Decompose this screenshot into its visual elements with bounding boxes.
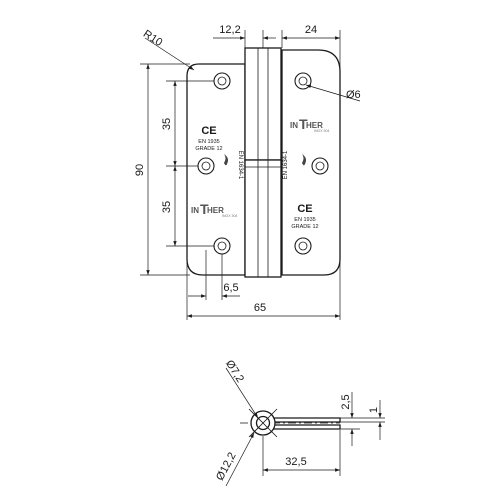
screw-hole [311,157,329,175]
grade-mark: GRADE 12 [291,224,318,230]
flame-icon [302,154,306,166]
dim-leaf-top-width: 24 [305,24,317,36]
svg-text:HER: HER [306,121,323,130]
hinge-knuckle-upper [244,47,282,161]
screw-hole [213,237,231,255]
svg-text:IN: IN [290,121,298,130]
dim-gap: 2,5 [340,394,352,409]
hinge-front-view: CE EN 1935 GRADE 12 IN T HER INOX 304 EN… [186,47,341,278]
brand-logo: IN T HER INOX 304 [191,201,237,218]
right-leaf-holes [294,72,329,255]
dim-knuckle-to-tail: 32,5 [285,456,306,468]
dim-pitch-lower: 35 [161,201,173,213]
leaf-section [270,424,341,430]
hinge-knuckle-lower [244,159,282,278]
screw-hole [298,241,308,251]
svg-text:IN: IN [191,206,199,215]
svg-text:T: T [299,116,308,132]
ce-mark: CE [297,203,312,215]
screw-hole [217,241,227,251]
screw-hole [197,157,215,175]
dim-thickness: 1 [368,407,380,413]
dim-pin-offset: 12,2 [219,24,240,36]
standard-mark: EN 1935 [294,217,315,223]
hinge-section-view: Ø7,2 Ø12,2 32,5 2,5 1 [214,358,385,487]
screw-hole [315,161,325,171]
dim-hole-diameter: Ø6 [346,89,361,101]
dim-height: 90 [134,164,146,176]
grade-mark: GRADE 12 [195,146,222,152]
flame-icon [224,154,228,166]
standard-mark: EN 1935 [198,139,219,145]
svg-text:T: T [200,201,209,217]
dim-knuckle-outer: Ø12,2 [214,451,239,483]
dim-total-width: 65 [254,302,266,314]
screw-hole [294,237,312,255]
screw-hole [298,76,308,86]
dim-knuckle-inner: Ø7,2 [223,358,246,385]
dim-pitch-upper: 35 [161,118,173,130]
right-leaf [281,49,341,276]
dim-corner-radius: R10 [141,28,164,49]
screw-hole [217,76,227,86]
svg-text:INOX 304: INOX 304 [222,214,237,218]
screw-hole [294,72,312,90]
fire-standard-mark: EN 1634-1 [237,151,243,180]
ce-mark: CE [201,125,216,137]
dim-edge-offset: 6,5 [223,282,238,294]
svg-text:INOX 304: INOX 304 [314,129,329,133]
leaf-section [270,417,341,423]
brand-logo: IN T HER INOX 304 [290,116,329,133]
screw-hole [201,161,211,171]
fire-standard-mark: EN 1634-1 [283,150,289,179]
svg-text:HER: HER [207,206,224,215]
screw-hole [213,72,231,90]
